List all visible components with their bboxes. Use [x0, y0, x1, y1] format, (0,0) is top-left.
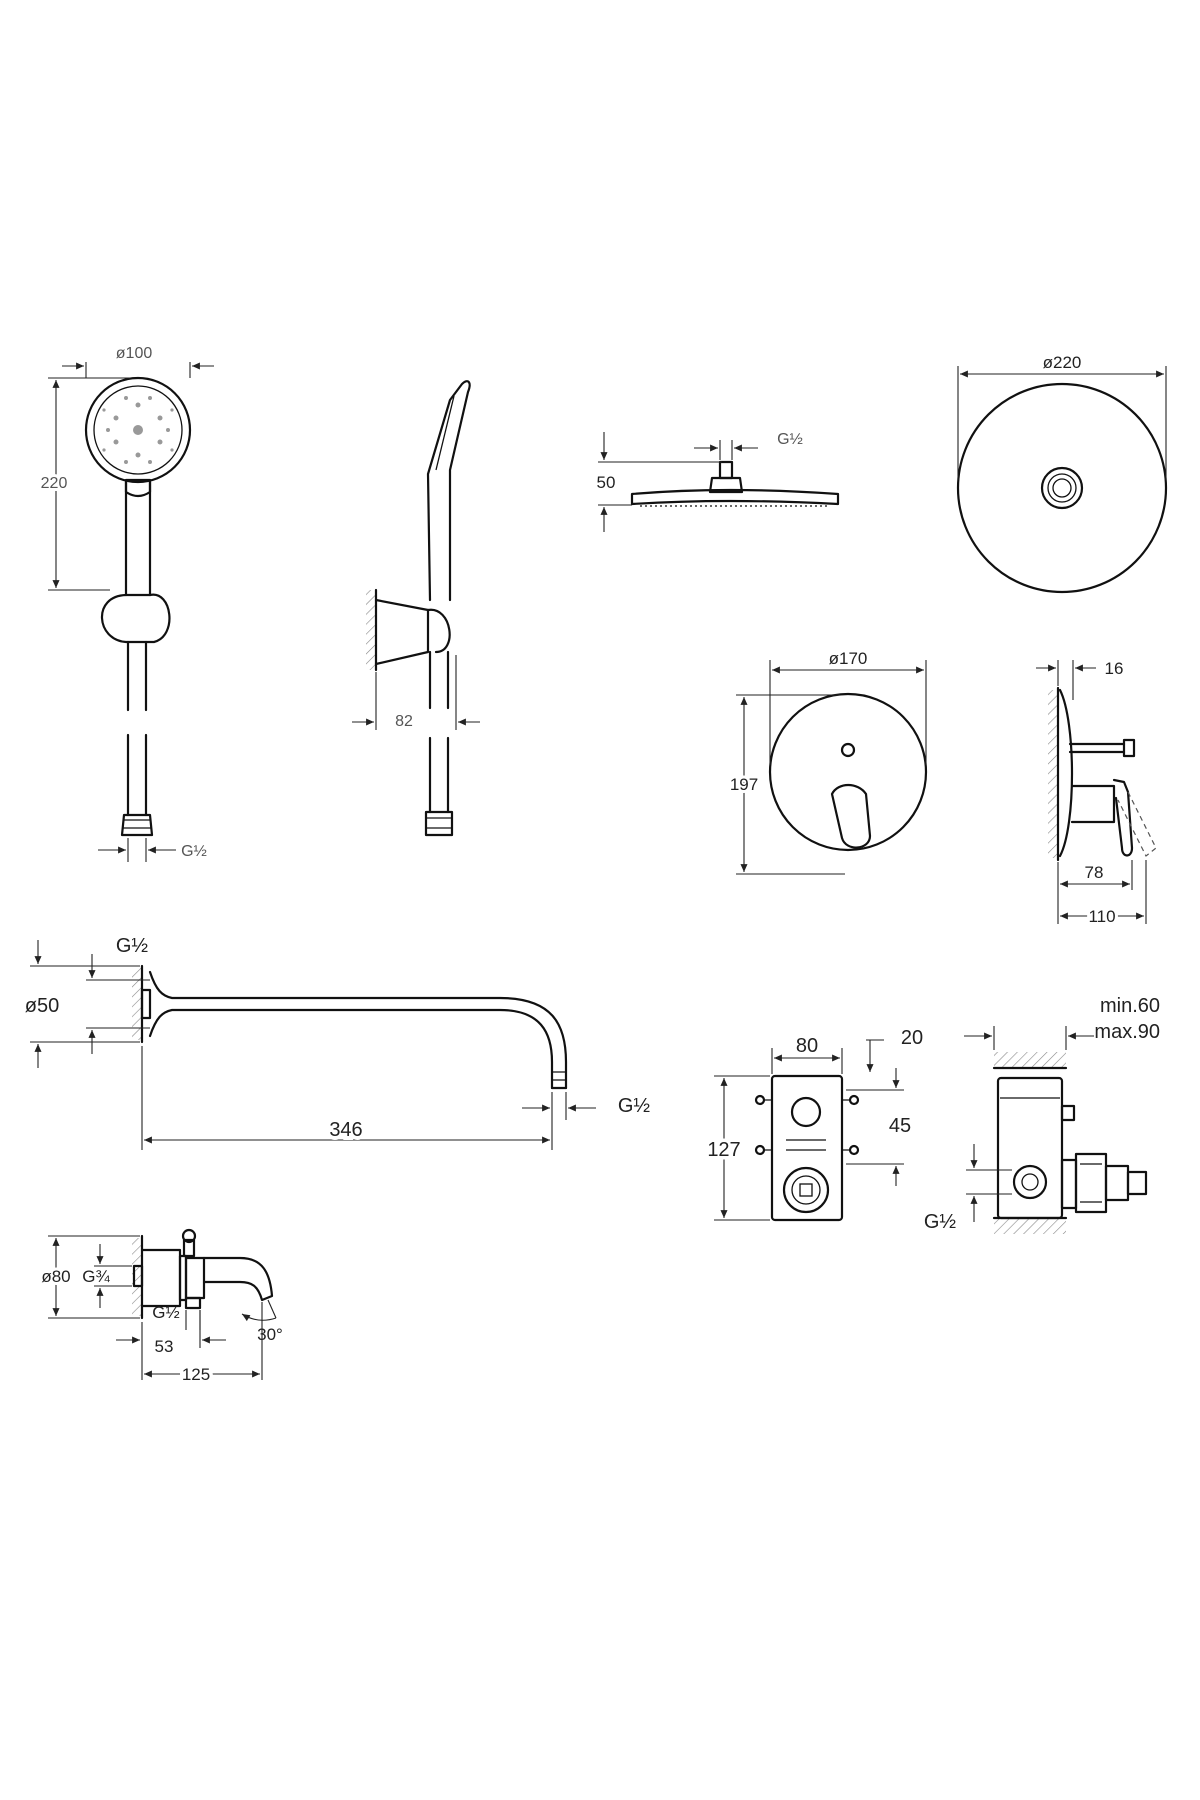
overhead-shower-top-view [956, 382, 1168, 594]
spray-nozzles [102, 396, 174, 464]
mixer-cover-diameter-label: ø170 [829, 649, 868, 668]
bath-spout-thread-inlet-label: G¾ [82, 1267, 110, 1286]
long-spout-thread-top-label: G½ [116, 935, 149, 957]
bath-spout-thread-outlet-label: G½ [152, 1303, 179, 1322]
bath-spout [132, 1228, 274, 1320]
concealed-box-depth-max-label: max.90 [1094, 1021, 1160, 1043]
mixer-cover-side-view [1048, 686, 1157, 862]
concealed-box-height-label: 127 [707, 1139, 740, 1161]
concealed-box-thread-label: G½ [924, 1211, 957, 1233]
concealed-box-side-view [992, 1052, 1148, 1234]
mixer-cover-height-label: 197 [730, 775, 758, 794]
concealed-box-offset-top-label: 20 [901, 1027, 923, 1049]
hand-shower-diameter-label: ø100 [116, 345, 153, 362]
concealed-box-side-dimensions: min.60 max.90 G½ [924, 995, 1160, 1233]
concealed-box-width-label: 80 [796, 1035, 818, 1057]
mixer-cover-front-dimensions: ø170 197 [727, 649, 927, 875]
long-spout-thread-outlet-label: G½ [618, 1095, 651, 1117]
mixer-cover-projection-label: 16 [1105, 659, 1124, 678]
hand-shower-side-dimensions: 82 [352, 655, 480, 730]
bath-spout-outlet-offset-label: 53 [155, 1337, 174, 1356]
overhead-shower-side-view [630, 460, 840, 507]
concealed-box-offset-side-label: 45 [889, 1115, 911, 1137]
bath-spout-length-label: 125 [182, 1365, 210, 1384]
bath-spout-diameter-label: ø80 [41, 1267, 70, 1286]
mixer-cover-front-view [768, 692, 928, 852]
overhead-top-dimensions: ø220 [957, 350, 1167, 480]
hand-shower-front-view [84, 376, 192, 837]
concealed-box-front-dimensions: 80 20 45 127 [704, 1027, 923, 1221]
concealed-box-depth-min-label: min.60 [1100, 995, 1160, 1017]
hand-shower-side-view [366, 380, 471, 837]
long-spout-dimensions: G½ ø50 G½ 346 [22, 935, 651, 1150]
overhead-thread-label: G½ [777, 431, 803, 448]
long-wall-spout [132, 964, 568, 1090]
hand-shower-dimensions: ø100 220 G½ [38, 345, 214, 862]
hand-shower-thread-label: G½ [181, 843, 207, 860]
long-spout-diameter-label: ø50 [25, 995, 59, 1017]
hand-shower-depth-label: 82 [395, 713, 413, 730]
mixer-cover-lever-depth-label: 78 [1085, 863, 1104, 882]
overhead-diameter-label: ø220 [1043, 353, 1082, 372]
concealed-box-front-view [754, 1074, 860, 1222]
bath-spout-dimensions: ø80 G¾ G½ 30° 53 125 [38, 1235, 283, 1388]
mixer-cover-side-dimensions: 16 78 110 [1036, 659, 1147, 929]
hand-shower-height-label: 220 [41, 475, 68, 492]
bath-spout-angle-label: 30° [257, 1325, 283, 1344]
long-spout-length-label: 346 [329, 1119, 362, 1141]
mixer-cover-total-depth-label: 110 [1088, 907, 1115, 926]
overhead-shower-side-dimensions: G½ 50 [594, 431, 803, 532]
overhead-thickness-label: 50 [597, 473, 616, 492]
